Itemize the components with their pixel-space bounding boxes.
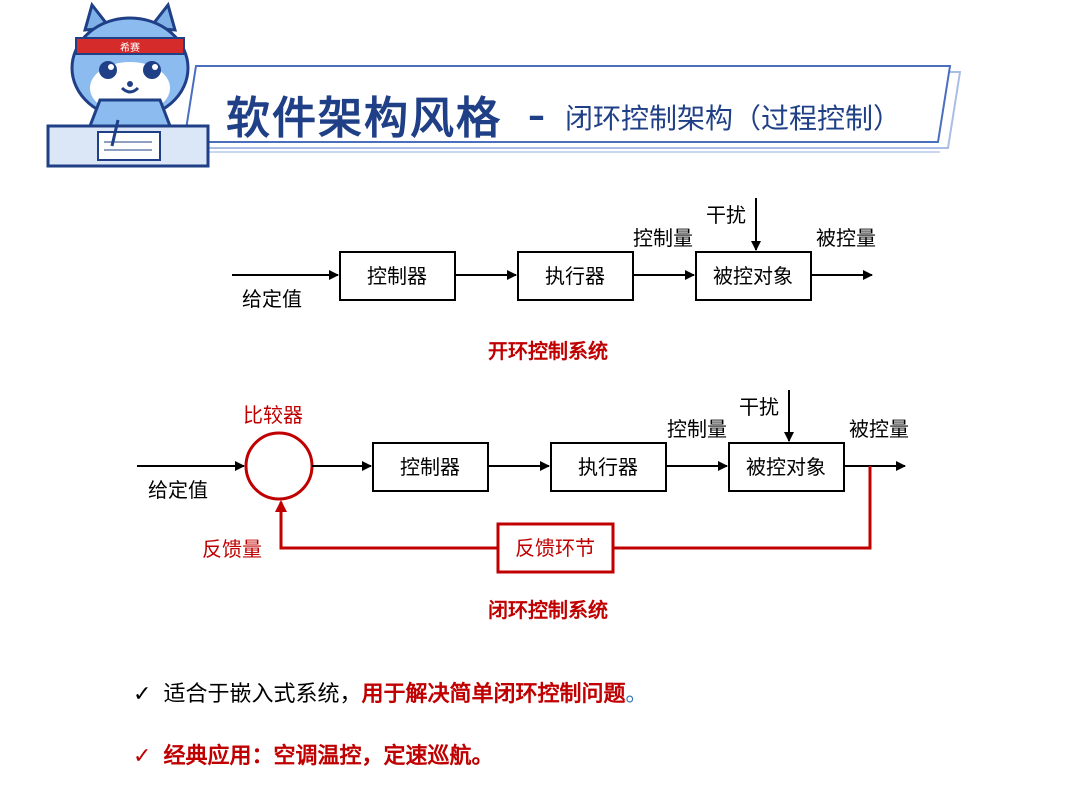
comparator-circle: [244, 431, 314, 501]
bullet-2-text: 经典应用：空调温控，定速巡航。: [163, 744, 494, 769]
control-diagrams: 给定值 控制器 执行器 控制量 被控对象 干扰 被控量 比较器 给定值 控制器 …: [137, 198, 909, 574]
closed-plant-label: 被控对象: [746, 455, 826, 479]
closed-disturbance-label: 干扰: [739, 395, 779, 419]
open-input-label: 给定值: [242, 287, 302, 311]
open-loop-diagram: 给定值 控制器 执行器 控制量 被控对象 干扰 被控量: [232, 198, 876, 311]
open-loop-caption: 开环控制系统: [488, 339, 608, 363]
closed-controlled-qty-label: 被控量: [849, 417, 909, 441]
feedback-qty-label: 反馈量: [202, 537, 262, 561]
closed-input-label: 给定值: [148, 478, 208, 502]
bullet-1-text: 适合于嵌入式系统，: [163, 682, 362, 707]
mascot-cat-icon: 希赛: [70, 1, 190, 161]
comparator-label: 比较器: [243, 403, 303, 427]
closed-actuator-label: 执行器: [578, 455, 638, 479]
feedback-path-out: [613, 466, 872, 550]
bullet-1-end: 。: [625, 682, 648, 707]
feedback-block-label: 反馈环节: [515, 536, 595, 560]
open-controlled-qty-label: 被控量: [816, 226, 876, 250]
page-subtitle: 闭环控制架构（过程控制）: [565, 102, 902, 135]
feedback-path-in: [275, 500, 498, 550]
banner-front: [182, 65, 952, 143]
closed-plant-block: [728, 442, 845, 492]
header-graphic: 希赛: [46, 1, 962, 168]
open-control-qty-label: 控制量: [633, 226, 693, 250]
bullet-item-1: ✓ 适合于嵌入式系统，用于解决简单闭环控制问题。: [133, 676, 647, 708]
open-plant-block: [695, 251, 812, 301]
header: 希赛 软件架构风格 – 闭环控制架构（过程控制）: [0, 0, 1083, 175]
closed-controller-label: 控制器: [400, 455, 460, 479]
open-disturbance-label: 干扰: [706, 203, 746, 227]
closed-actuator-block: [550, 442, 667, 492]
mascot-band-text: 希赛: [120, 41, 140, 54]
bullet-1-highlight: 用于解决简单闭环控制问题: [361, 682, 626, 707]
closed-controller-block: [372, 442, 489, 492]
bullet-item-2: ✓ 经典应用：空调温控，定速巡航。: [133, 738, 493, 770]
closed-loop-diagram: 比较器 给定值 控制器 执行器 控制量 被控对象 干扰 被控量 反馈环节 反馈量: [137, 390, 909, 574]
check-icon: ✓: [133, 682, 152, 707]
open-actuator-block: [517, 251, 634, 301]
closed-loop-caption: 闭环控制系统: [488, 598, 608, 622]
open-controller-label: 控制器: [367, 264, 427, 288]
closed-control-qty-label: 控制量: [667, 417, 727, 441]
check-icon: ✓: [133, 744, 152, 769]
open-actuator-label: 执行器: [545, 264, 605, 288]
title-dash: –: [528, 96, 545, 136]
feedback-block: [496, 522, 615, 574]
open-plant-label: 被控对象: [713, 264, 793, 288]
page-title: 软件架构风格: [226, 93, 502, 144]
